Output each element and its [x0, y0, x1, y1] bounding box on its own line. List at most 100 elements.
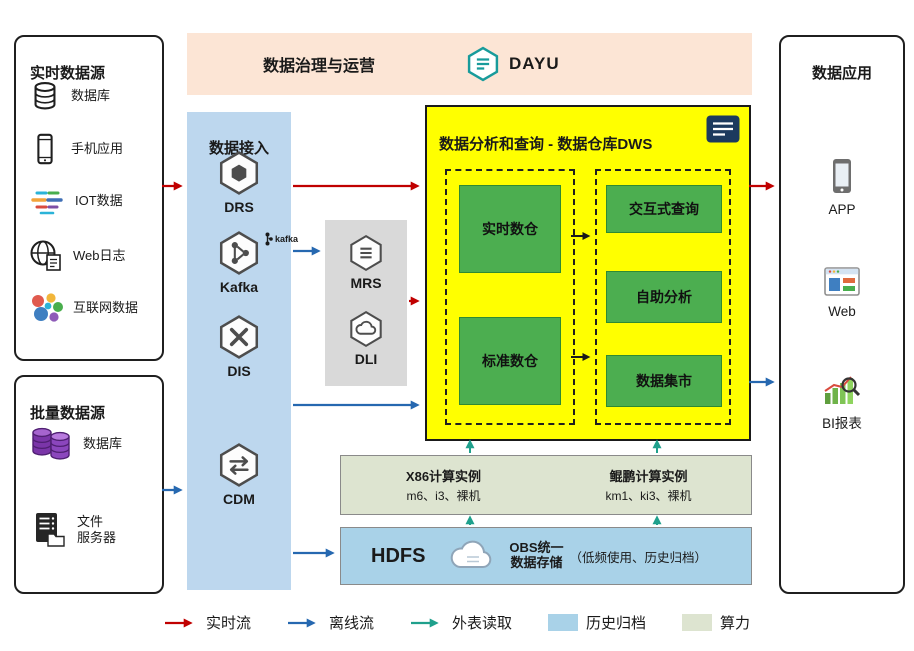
legend-item-compute-power: 算力	[682, 612, 750, 633]
dayu-hexagon-icon	[465, 46, 501, 82]
archive-swatch	[548, 614, 578, 631]
app-item-bi-report: BI报表	[781, 371, 903, 432]
mobile-app-icon	[823, 157, 861, 197]
source-item-label: 文件 服务器	[77, 514, 117, 545]
blue-arrow-icon	[287, 618, 316, 627]
hdfs-label: HDFS	[371, 544, 426, 567]
service-dis: DIS	[187, 314, 291, 379]
applications-panel: 数据应用 APP Web BI报表	[779, 35, 905, 594]
web-browser-icon	[822, 265, 862, 299]
file-server-icon	[28, 511, 68, 549]
bi-report-icon	[821, 371, 863, 407]
batch-sources-panel: 批量数据源 数据库 文件 服务器	[14, 375, 164, 594]
kafka-logo-glyph	[265, 232, 273, 246]
ingestion-title: 数据接入	[208, 140, 269, 157]
service-label: CDM	[223, 491, 255, 507]
legend: 实时流 离线流 外表读取 历史归档 算力	[0, 612, 914, 633]
module-self-service-analysis: 自助分析	[606, 271, 722, 323]
mobile-icon	[28, 132, 62, 166]
kafka-wordmark: kafka	[262, 232, 298, 246]
kafka-icon: kafka	[216, 230, 298, 276]
service-kafka: kafka Kafka	[187, 230, 298, 295]
service-drs: DRS	[187, 150, 291, 215]
dws-title: 数据分析和查询 - 数据仓库DWS	[439, 136, 653, 153]
report-doc-icon	[705, 114, 741, 144]
module-standard-warehouse: 标准数仓	[459, 317, 561, 405]
obs-storage-title: OBS统一数据存储	[509, 540, 564, 570]
drs-icon	[216, 150, 262, 196]
obs-cloud-icon	[447, 539, 497, 573]
weblog-icon	[28, 238, 64, 274]
compute-group-instances: km1、ki3、裸机	[605, 489, 692, 503]
realtime-sources-panel: 实时数据源 数据库 手机应用 IOT数据 Web日志	[14, 35, 164, 361]
service-label: DRS	[224, 199, 254, 215]
legend-item-history-archive: 历史归档	[548, 612, 646, 633]
warehouse-group: 实时数仓 标准数仓	[445, 169, 575, 425]
cdm-icon	[216, 442, 262, 488]
processing-box: MRS DLI	[325, 220, 407, 386]
realtime-sources-title: 实时数据源	[30, 65, 106, 82]
service-label: Kafka	[219, 279, 259, 295]
service-label: DIS	[227, 363, 251, 379]
source-item-label: 数据库	[83, 436, 123, 452]
compute-instances-box: X86计算实例 m6、i3、裸机 鲲鹏计算实例 km1、ki3、裸机	[340, 455, 752, 515]
obs-storage-note: （低频使用、历史归档）	[569, 550, 707, 565]
x86-compute-group: X86计算实例 m6、i3、裸机	[341, 456, 546, 514]
dis-icon	[216, 314, 262, 360]
source-item-label: 数据库	[71, 88, 111, 104]
governance-bar: 数据治理与运营 DAYU	[187, 33, 752, 95]
teal-arrow-icon	[410, 618, 439, 627]
legend-label: 实时流	[205, 615, 251, 632]
module-realtime-warehouse: 实时数仓	[459, 185, 561, 273]
service-dli: DLI	[325, 310, 407, 367]
query-group: 交互式查询 自助分析 数据集市	[595, 169, 731, 425]
red-arrow-icon	[164, 618, 193, 627]
service-mrs: MRS	[325, 234, 407, 291]
module-interactive-query: 交互式查询	[606, 185, 722, 233]
dws-panel: 数据分析和查询 - 数据仓库DWS 实时数仓 标准数仓 交互式查询 自助分析 数…	[425, 105, 751, 441]
source-item-label: 手机应用	[71, 141, 124, 157]
service-label: MRS	[350, 275, 382, 291]
legend-label: 算力	[720, 615, 751, 632]
ingestion-column: 数据接入 DRS kafka Kafka DIS	[187, 112, 298, 590]
database-purple-icon	[28, 423, 74, 465]
app-item-label: Web	[828, 304, 856, 319]
internet-icon	[28, 291, 64, 325]
legend-label: 外表读取	[451, 615, 512, 632]
database-icon	[28, 79, 62, 113]
source-item-label: IOT数据	[75, 193, 123, 209]
source-item-database-batch: 数据库	[28, 423, 160, 465]
app-item-label: APP	[828, 202, 856, 217]
kafka-wordmark-text: kafka	[275, 234, 299, 244]
governance-title: 数据治理与运营	[263, 58, 376, 75]
app-item-app: APP	[781, 157, 903, 217]
app-item-web: Web	[781, 265, 903, 319]
dli-icon	[347, 310, 385, 348]
mrs-icon	[347, 234, 385, 272]
legend-item-realtime-flow: 实时流	[164, 612, 251, 633]
source-item-label: 互联网数据	[73, 300, 139, 316]
dayu-logo: DAYU	[465, 46, 560, 82]
legend-item-external-read: 外表读取	[410, 612, 512, 633]
source-item-iot: IOT数据	[28, 185, 160, 217]
source-item-weblog: Web日志	[28, 238, 160, 274]
batch-sources-title: 批量数据源	[30, 405, 106, 422]
source-item-mobile-app: 手机应用	[28, 132, 160, 166]
dayu-logo-text: DAYU	[509, 54, 560, 73]
source-item-database: 数据库	[28, 79, 160, 113]
compute-group-instances: m6、i3、裸机	[406, 489, 481, 503]
legend-label: 离线流	[328, 615, 374, 632]
source-item-internet: 互联网数据	[28, 291, 160, 325]
compute-group-title: 鲲鹏计算实例	[609, 469, 688, 484]
iot-icon	[28, 185, 66, 217]
service-label: DLI	[354, 351, 378, 367]
applications-title: 数据应用	[811, 65, 872, 82]
source-item-label: Web日志	[73, 248, 126, 264]
service-cdm: CDM	[187, 442, 291, 507]
legend-label: 历史归档	[586, 615, 647, 632]
module-data-mart: 数据集市	[606, 355, 722, 407]
kunpeng-compute-group: 鲲鹏计算实例 km1、ki3、裸机	[546, 456, 751, 514]
compute-swatch	[682, 614, 713, 631]
compute-group-title: X86计算实例	[405, 469, 482, 484]
